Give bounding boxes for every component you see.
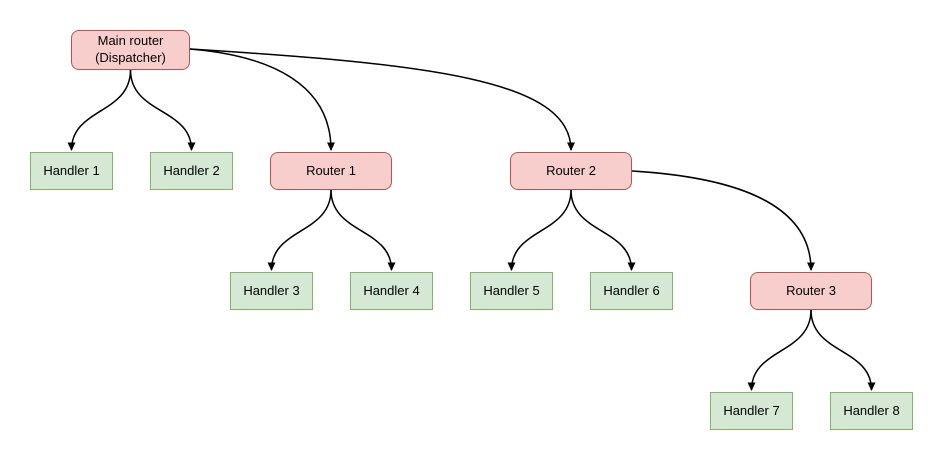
edge-main-to-handler-2 [129,69,196,151]
node-router-2-label: Router 2 [546,162,596,178]
node-handler-2-label: Handler 2 [163,162,220,178]
edge-router-2-to-handler-6 [570,189,636,271]
node-handler-6-label: Handler 6 [603,282,660,298]
edge-main-to-handler-1 [67,69,132,151]
node-handler-8: Handler 8 [830,392,913,430]
edge-main-to-router-1 [189,48,335,151]
node-handler-1: Handler 1 [30,152,113,190]
node-handler-6: Handler 6 [590,272,673,310]
edge-main-to-router-2 [189,48,575,151]
node-main-router-label-line1: Main router [97,33,164,49]
node-handler-3-label: Handler 3 [243,282,300,298]
node-router-3: Router 3 [750,272,872,310]
node-router-2: Router 2 [510,152,632,190]
node-handler-5: Handler 5 [470,272,553,310]
edge-router-1-to-handler-3 [267,189,332,271]
node-handler-4-label: Handler 4 [363,282,420,298]
node-handler-7: Handler 7 [710,392,793,430]
node-handler-4: Handler 4 [350,272,433,310]
node-handler-3: Handler 3 [230,272,313,310]
edge-router-2-to-handler-5 [507,189,572,271]
node-main-router-label-line2: (Dispatcher) [95,50,166,65]
edge-router-3-to-handler-8 [810,309,876,391]
node-handler-7-label: Handler 7 [723,402,780,418]
edge-router-3-to-handler-7 [747,309,812,391]
node-handler-8-label: Handler 8 [843,402,900,418]
node-handler-1-label: Handler 1 [43,162,100,178]
node-handler-2: Handler 2 [150,152,233,190]
edge-router-1-to-handler-4 [330,189,396,271]
node-handler-5-label: Handler 5 [483,282,540,298]
node-main-router: Main router (Dispatcher) [71,30,190,70]
node-router-1: Router 1 [270,152,392,190]
node-router-1-label: Router 1 [306,162,356,178]
node-router-3-label: Router 3 [786,282,836,298]
edge-router-2-to-router-3 [631,170,815,271]
